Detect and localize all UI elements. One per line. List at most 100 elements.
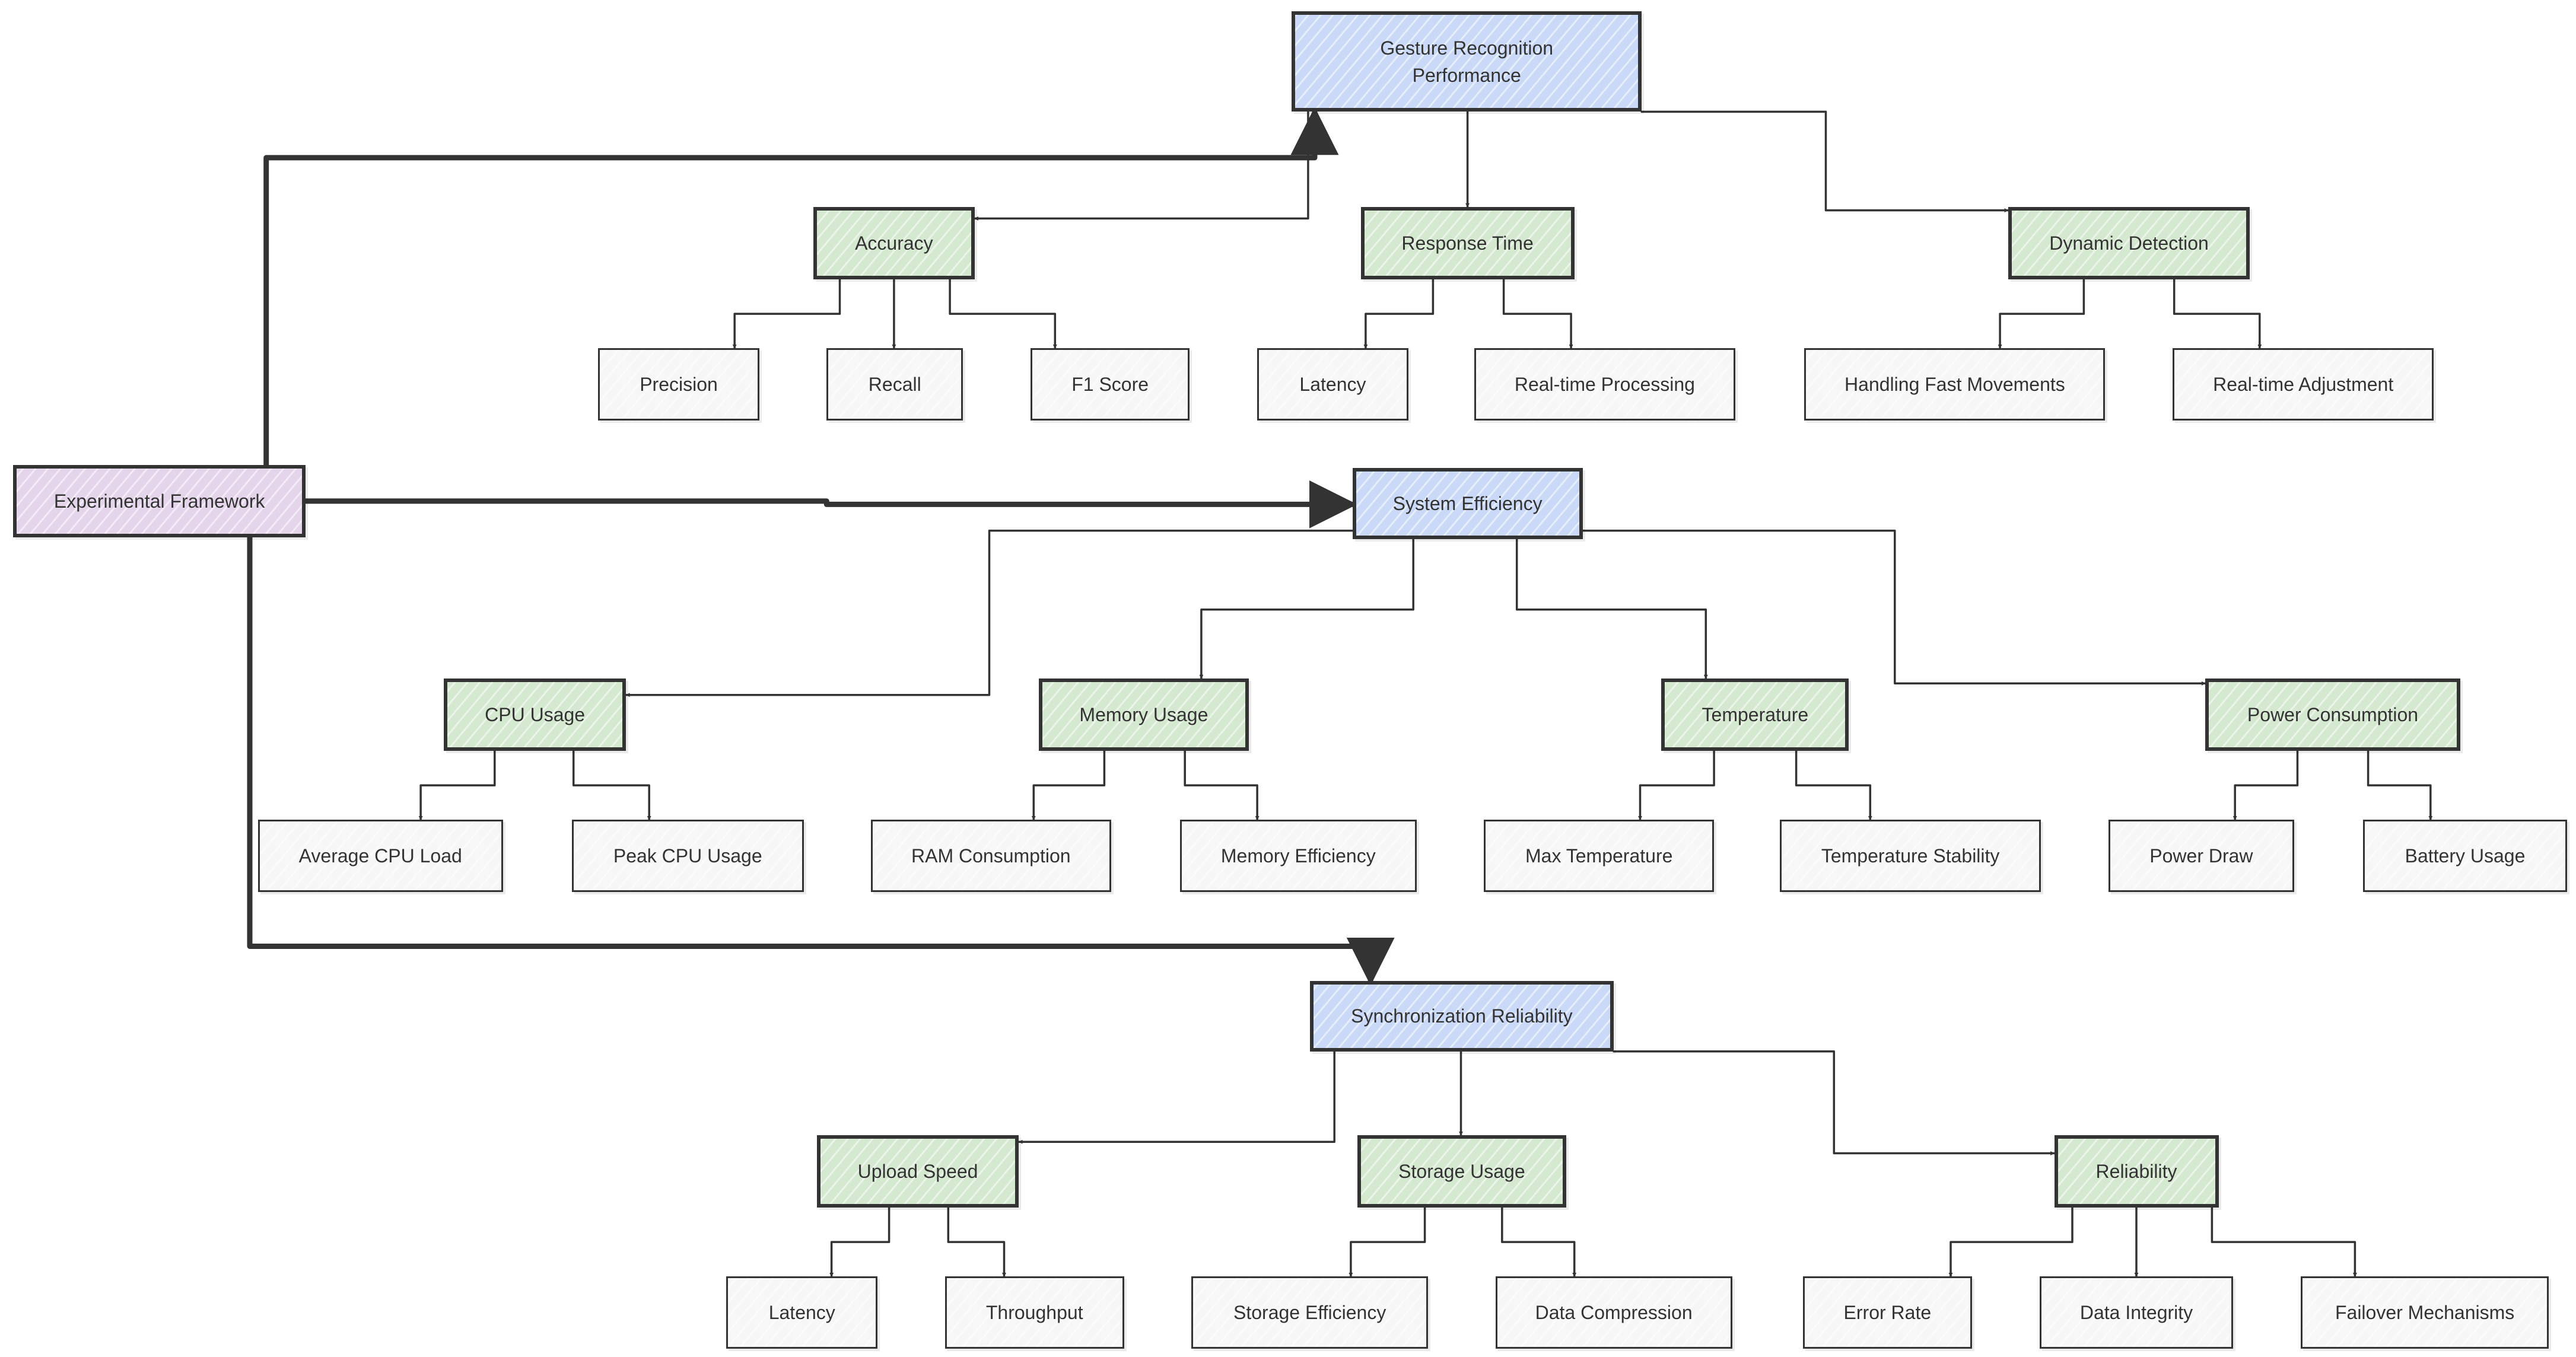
edge-reliability-to-failover-mechanisms xyxy=(2211,1206,2357,1278)
node-precision[interactable]: Precision xyxy=(598,348,759,421)
node-label-line: Experimental Framework xyxy=(53,490,265,512)
edge-power-consumption-to-power-draw xyxy=(2232,750,2299,821)
node-average-cpu-load[interactable]: Average CPU Load xyxy=(257,820,503,893)
node-response-time[interactable]: Response Time xyxy=(1360,207,1575,279)
node-label: Memory Efficiency xyxy=(1215,842,1382,869)
node-label-line: Latency xyxy=(1299,374,1366,396)
edge-synchronization-reliability-to-reliability xyxy=(1613,1050,2056,1155)
edge-gesture-recognition-performance-to-dynamic-detection xyxy=(1640,110,2009,213)
node-label-line: Gesture Recognition xyxy=(1380,37,1554,59)
node-label: Upload Speed xyxy=(852,1158,984,1185)
edge-dynamic-detection-to-handling-fast-movements xyxy=(1998,278,2085,349)
edge-storage-usage-to-data-compression xyxy=(1501,1206,1577,1278)
node-label-line: Data Compression xyxy=(1535,1302,1693,1324)
node-label-line: Memory Usage xyxy=(1079,703,1209,725)
node-label-line: Dynamic Detection xyxy=(2049,232,2209,254)
node-label-line: System Efficiency xyxy=(1392,492,1543,514)
node-cpu-usage[interactable]: CPU Usage xyxy=(443,678,626,751)
node-label-line: Real-time Processing xyxy=(1514,374,1695,396)
node-max-temperature[interactable]: Max Temperature xyxy=(1484,820,1715,893)
node-reliability[interactable]: Reliability xyxy=(2054,1135,2219,1208)
node-label: Peak CPU Usage xyxy=(608,842,768,869)
edge-response-time-to-latency-response xyxy=(1363,278,1435,349)
node-real-time-processing[interactable]: Real-time Processing xyxy=(1474,348,1736,421)
edge-reliability-to-error-rate xyxy=(1948,1206,2073,1278)
node-temperature[interactable]: Temperature xyxy=(1661,678,1849,751)
node-label: Temperature Stability xyxy=(1815,842,2006,869)
edge-system-efficiency-to-temperature xyxy=(1515,537,1708,680)
node-label-line: Power Draw xyxy=(2149,845,2253,867)
node-storage-usage[interactable]: Storage Usage xyxy=(1357,1135,1566,1208)
node-label: Storage Efficiency xyxy=(1227,1299,1392,1326)
edge-system-efficiency-to-power-consumption xyxy=(1581,529,2207,686)
edge-system-efficiency-to-memory-usage xyxy=(1199,537,1414,680)
node-error-rate[interactable]: Error Rate xyxy=(1802,1276,1972,1349)
node-label-line: Temperature Stability xyxy=(1821,845,2000,867)
edge-power-consumption-to-battery-usage xyxy=(2367,750,2433,821)
node-upload-speed[interactable]: Upload Speed xyxy=(816,1135,1019,1208)
node-experimental-framework[interactable]: Experimental Framework xyxy=(13,464,306,537)
edge-cpu-usage-to-peak-cpu-usage xyxy=(572,750,651,821)
node-label: Battery Usage xyxy=(2399,842,2532,869)
node-latency-response[interactable]: Latency xyxy=(1257,348,1408,421)
node-label: Experimental Framework xyxy=(48,488,271,515)
node-label: Storage Usage xyxy=(1392,1158,1531,1185)
node-label: F1 Score xyxy=(1066,371,1155,398)
node-power-consumption[interactable]: Power Consumption xyxy=(2205,678,2460,751)
node-label: Error Rate xyxy=(1838,1299,1938,1326)
node-f1-score[interactable]: F1 Score xyxy=(1030,348,1190,421)
node-label-line: Storage Usage xyxy=(1398,1161,1525,1182)
node-ram-consumption[interactable]: RAM Consumption xyxy=(871,820,1111,893)
edge-dynamic-detection-to-real-time-adjustment xyxy=(2173,278,2262,349)
node-label-line: Memory Efficiency xyxy=(1220,845,1376,867)
edge-memory-usage-to-memory-efficiency xyxy=(1184,750,1260,821)
node-label-line: Average CPU Load xyxy=(298,845,462,867)
node-real-time-adjustment[interactable]: Real-time Adjustment xyxy=(2172,348,2434,421)
edge-storage-usage-to-storage-efficiency xyxy=(1349,1206,1426,1278)
node-failover-mechanisms[interactable]: Failover Mechanisms xyxy=(2301,1276,2549,1349)
node-label-line: Upload Speed xyxy=(857,1161,978,1182)
node-latency-upload[interactable]: Latency xyxy=(726,1276,878,1349)
node-label: Reliability xyxy=(2090,1158,2183,1185)
node-label: Power Draw xyxy=(2144,842,2259,869)
node-label: Power Consumption xyxy=(2241,701,2424,728)
node-label: Synchronization Reliability xyxy=(1345,1002,1579,1030)
node-label-line: Handling Fast Movements xyxy=(1844,374,2065,396)
node-label: Response Time xyxy=(1395,230,1539,257)
node-memory-efficiency[interactable]: Memory Efficiency xyxy=(1179,820,1417,893)
node-label: Data Compression xyxy=(1529,1299,1699,1326)
node-label: Throughput xyxy=(980,1299,1089,1326)
node-label-line: RAM Consumption xyxy=(911,845,1071,867)
node-label: Memory Usage xyxy=(1073,701,1214,728)
node-label: Average CPU Load xyxy=(293,842,468,869)
node-label-line: Reliability xyxy=(2095,1161,2177,1182)
node-battery-usage[interactable]: Battery Usage xyxy=(2363,820,2567,893)
node-recall[interactable]: Recall xyxy=(826,348,963,421)
node-label: Latency xyxy=(763,1299,841,1326)
node-label-line: F1 Score xyxy=(1071,374,1149,396)
node-throughput[interactable]: Throughput xyxy=(944,1276,1124,1349)
node-power-draw[interactable]: Power Draw xyxy=(2108,820,2294,893)
node-handling-fast-movements[interactable]: Handling Fast Movements xyxy=(1804,348,2106,421)
node-label: Failover Mechanisms xyxy=(2329,1299,2520,1326)
node-system-efficiency[interactable]: System Efficiency xyxy=(1352,468,1583,539)
node-accuracy[interactable]: Accuracy xyxy=(813,207,975,279)
node-label-line: Response Time xyxy=(1401,232,1534,254)
node-dynamic-detection[interactable]: Dynamic Detection xyxy=(2008,207,2250,279)
node-label: Accuracy xyxy=(849,230,939,257)
node-data-integrity[interactable]: Data Integrity xyxy=(2039,1276,2234,1349)
node-label-line: Accuracy xyxy=(855,232,933,254)
node-peak-cpu-usage[interactable]: Peak CPU Usage xyxy=(571,820,804,893)
node-label: System Efficiency xyxy=(1387,490,1548,517)
node-temperature-stability[interactable]: Temperature Stability xyxy=(1779,820,2041,893)
node-synchronization-reliability[interactable]: Synchronization Reliability xyxy=(1309,980,1614,1052)
node-storage-efficiency[interactable]: Storage Efficiency xyxy=(1191,1276,1429,1349)
node-memory-usage[interactable]: Memory Usage xyxy=(1038,678,1249,751)
edge-accuracy-to-precision xyxy=(732,278,841,349)
node-label: Max Temperature xyxy=(1519,842,1678,869)
node-label-line: Battery Usage xyxy=(2405,845,2526,867)
node-data-compression[interactable]: Data Compression xyxy=(1495,1276,1732,1349)
